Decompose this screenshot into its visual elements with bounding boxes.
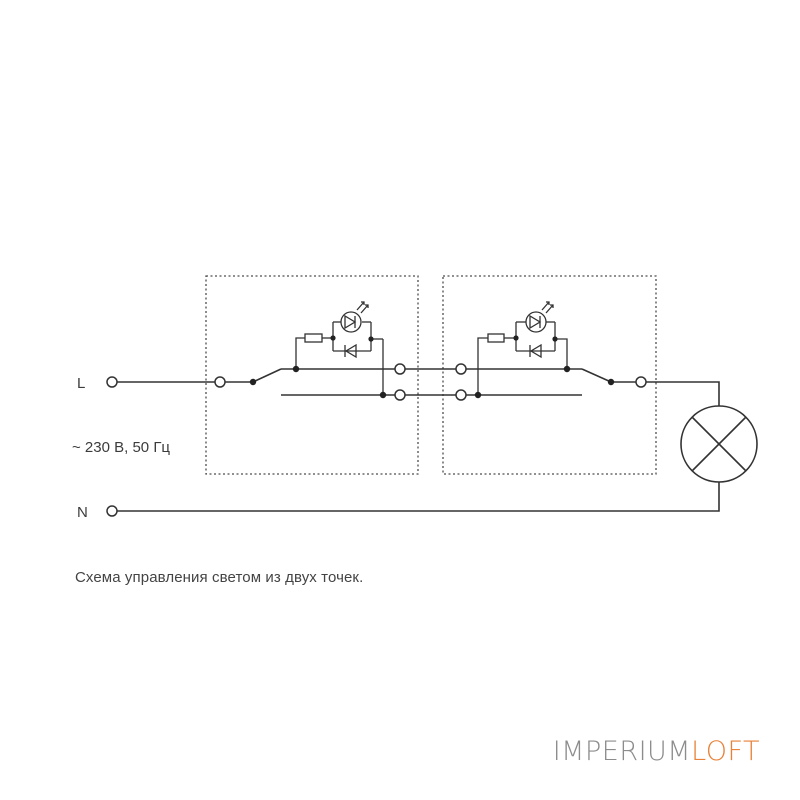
switch-box-right xyxy=(442,275,657,475)
brand-logo: IMPERIUMLOFT xyxy=(553,736,760,767)
junction-dot xyxy=(513,335,519,341)
left-switch-lever xyxy=(252,368,282,383)
right-diode-symbol xyxy=(529,343,542,359)
right-resistor xyxy=(487,333,505,343)
left-resistor xyxy=(304,333,323,343)
right-indicator-loop xyxy=(477,337,488,395)
junction-dot xyxy=(607,378,615,386)
junction-dot xyxy=(563,365,571,373)
right-led-rays xyxy=(541,301,554,314)
terminal-left-bottom xyxy=(394,389,406,401)
left-led xyxy=(340,311,362,333)
lamp-icon xyxy=(680,405,758,483)
terminal-left-top xyxy=(394,363,406,375)
right-led-symbol xyxy=(529,314,542,330)
left-led-rays xyxy=(356,301,369,314)
terminal-left-input xyxy=(214,376,226,388)
right-indicator-right-link xyxy=(555,338,568,369)
terminal-right-top xyxy=(455,363,467,375)
terminal-l xyxy=(106,376,118,388)
junction-dot xyxy=(474,391,482,399)
left-diode-symbol xyxy=(344,343,357,359)
left-led-symbol xyxy=(344,314,357,330)
terminal-right-output xyxy=(635,376,647,388)
neutral-wire xyxy=(117,482,720,512)
junction-dot xyxy=(330,335,336,341)
diagram-caption: Схема управления светом из двух точек. xyxy=(75,569,364,586)
neutral-label: N xyxy=(77,504,88,521)
junction-dot xyxy=(552,336,558,342)
junction-dot xyxy=(368,336,374,342)
line-label: L xyxy=(77,375,85,392)
right-switch-lever xyxy=(581,368,612,383)
lamp-feed-wire xyxy=(645,381,720,406)
junction-dot xyxy=(249,378,257,386)
junction-dot xyxy=(292,365,300,373)
terminal-n xyxy=(106,505,118,517)
logo-part1: IMPERIUM xyxy=(552,736,692,767)
left-indicator-loop xyxy=(295,337,305,369)
supply-label: ~ 230 В, 50 Гц xyxy=(72,439,170,456)
terminal-right-bottom xyxy=(455,389,467,401)
switch-box-left xyxy=(205,275,419,475)
logo-part2: LOFT xyxy=(691,736,760,767)
right-led xyxy=(525,311,547,333)
junction-dot xyxy=(379,391,387,399)
